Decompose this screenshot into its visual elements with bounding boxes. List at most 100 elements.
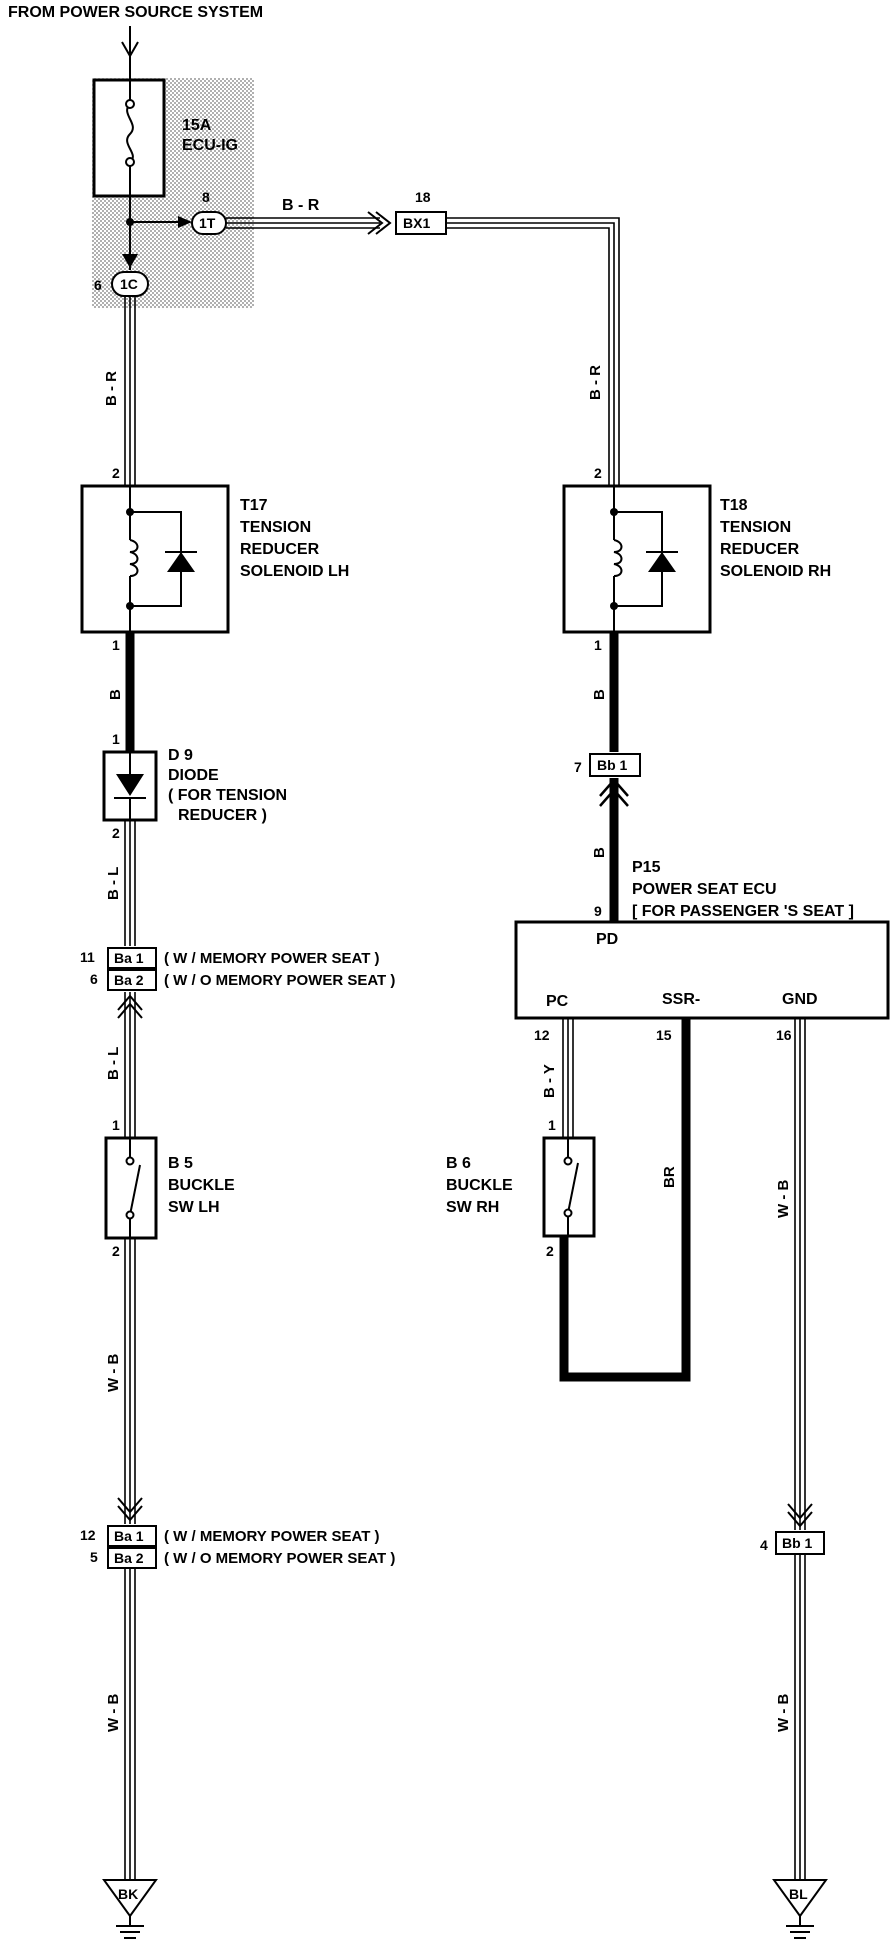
- ba-upper-desc2: ( W / O MEMORY POWER SEAT ): [164, 972, 395, 989]
- ba-upper-desc1: ( W / MEMORY POWER SEAT ): [164, 950, 380, 967]
- wire-br-right-label: B - R: [587, 365, 604, 400]
- ground-bk: [102, 1879, 158, 1939]
- b6-code: B 6: [446, 1155, 471, 1172]
- wire-br-top: [226, 211, 392, 235]
- t18-code: T18: [720, 497, 748, 514]
- ba-lower-connector1: [107, 1525, 157, 1547]
- bb1-upper-connector: [589, 753, 641, 777]
- ba-lower-pin1: 12: [80, 1527, 96, 1543]
- b5-code: B 5: [168, 1155, 193, 1172]
- arrow-to-1t: [178, 216, 192, 228]
- t18-name2: REDUCER: [720, 541, 800, 558]
- d9-name3: REDUCER ): [178, 807, 267, 824]
- header-label: FROM POWER SOURCE SYSTEM: [8, 4, 263, 21]
- ba-lower-desc1: ( W / MEMORY POWER SEAT ): [164, 1528, 380, 1545]
- p15-pin-pc: 12: [534, 1027, 550, 1043]
- p15-name1: POWER SEAT ECU: [632, 881, 777, 898]
- p15-pc: PC: [546, 993, 569, 1010]
- b6-pin-bottom: 2: [546, 1243, 554, 1259]
- j1t-label: 1T: [199, 215, 216, 231]
- wire-by-label: B - Y: [541, 1064, 558, 1098]
- b5-name1: BUCKLE: [168, 1177, 235, 1194]
- wire-br-ssr-label: BR: [661, 1166, 678, 1188]
- t17-name3: SOLENOID LH: [240, 563, 349, 580]
- ground-bl-label: BL: [789, 1886, 808, 1902]
- p15-pd: PD: [596, 931, 618, 948]
- wire-br-left: [124, 296, 136, 486]
- wire-br-ssr: [559, 1018, 691, 1382]
- ba-upper-label1: Ba 1: [114, 950, 144, 966]
- p15-code: P15: [632, 859, 661, 876]
- p15-pin-pd: 9: [594, 903, 602, 919]
- b6-pin-top: 1: [548, 1117, 556, 1133]
- p15-power-seat-ecu: [514, 920, 890, 1020]
- wire-br-right: [446, 217, 620, 486]
- b6-name2: SW RH: [446, 1199, 499, 1216]
- wire-b-right2-label: B: [591, 847, 608, 858]
- d9-diode: [102, 750, 158, 822]
- d9-name1: DIODE: [168, 767, 219, 784]
- wire-wb-right1-label: W - B: [775, 1180, 792, 1218]
- wire-wb-left1-label: W - B: [105, 1354, 122, 1392]
- ground-bk-label: BK: [118, 1886, 138, 1902]
- t18-name3: SOLENOID RH: [720, 563, 831, 580]
- ba-lower-connector2: [107, 1547, 157, 1569]
- wire-bl-1: [124, 820, 136, 946]
- bb1-upper-pin: 7: [574, 759, 582, 775]
- d9-name2: ( FOR TENSION: [168, 787, 287, 804]
- b6-name1: BUCKLE: [446, 1177, 513, 1194]
- ba-upper-connector2: [107, 969, 157, 991]
- t18-pin-top: 2: [594, 465, 602, 481]
- b5-name2: SW LH: [168, 1199, 220, 1216]
- ba-upper-connector1: [107, 947, 157, 969]
- p15-pin-gnd: 16: [776, 1027, 792, 1043]
- b5-pin-top: 1: [112, 1117, 120, 1133]
- fuse-name: ECU-IG: [182, 137, 238, 154]
- wire-wb-left1: [117, 1238, 143, 1524]
- p15-gnd: GND: [782, 991, 818, 1008]
- t17-tension-reducer-solenoid-lh: [80, 484, 230, 634]
- ba-lower-label1: Ba 1: [114, 1528, 144, 1544]
- bb1-lower-pin: 4: [760, 1537, 768, 1553]
- wire-by: [562, 1018, 574, 1138]
- b5-buckle-switch-lh: [104, 1136, 158, 1240]
- p15-ssr: SSR-: [662, 991, 700, 1008]
- wire-br-top-label: B - R: [282, 197, 320, 214]
- wire-bl-1-label: B - L: [105, 867, 122, 900]
- source-arrow: [121, 26, 139, 59]
- p15-pin-ssr: 15: [656, 1027, 672, 1043]
- j1t-pin: 8: [202, 189, 210, 205]
- t17-pin-top: 2: [112, 465, 120, 481]
- wire-wb-left2: [124, 1568, 136, 1880]
- t18-name1: TENSION: [720, 519, 791, 536]
- bx1-label: BX1: [403, 215, 430, 231]
- fuse-15a-ecu-ig: [92, 56, 166, 198]
- ba-upper-pin2: 6: [90, 971, 98, 987]
- wire-b-right1-label: B: [591, 689, 608, 700]
- j1c-label: 1C: [120, 276, 138, 292]
- arrow-to-1c: [122, 254, 138, 268]
- ba-upper-label2: Ba 2: [114, 972, 144, 988]
- t17-code: T17: [240, 497, 268, 514]
- t17-name2: REDUCER: [240, 541, 320, 558]
- wire-br-left-label: B - R: [103, 371, 120, 406]
- ba-lower-desc2: ( W / O MEMORY POWER SEAT ): [164, 1550, 395, 1567]
- b5-pin-bottom: 2: [112, 1243, 120, 1259]
- wire-b-right2: [599, 778, 629, 922]
- bx1-pin: 18: [415, 189, 431, 205]
- d9-code: D 9: [168, 747, 193, 764]
- p15-name2: [ FOR PASSENGER 'S SEAT ]: [632, 903, 854, 920]
- d9-pin-bottom: 2: [112, 825, 120, 841]
- t18-tension-reducer-solenoid-rh: [562, 484, 712, 634]
- j1c-pin: 6: [94, 277, 102, 293]
- wire-wb-right2-label: W - B: [775, 1694, 792, 1732]
- bb1-lower-label: Bb 1: [782, 1535, 813, 1551]
- wire-wb-right2: [794, 1554, 806, 1880]
- ba-upper-pin1: 11: [80, 949, 95, 965]
- ba-lower-label2: Ba 2: [114, 1550, 144, 1566]
- d9-pin-top: 1: [112, 731, 120, 747]
- ground-bl: [772, 1879, 828, 1939]
- b6-buckle-switch-rh: [542, 1136, 596, 1238]
- wire-wb-right1: [787, 1018, 813, 1530]
- ba-lower-pin2: 5: [90, 1549, 98, 1565]
